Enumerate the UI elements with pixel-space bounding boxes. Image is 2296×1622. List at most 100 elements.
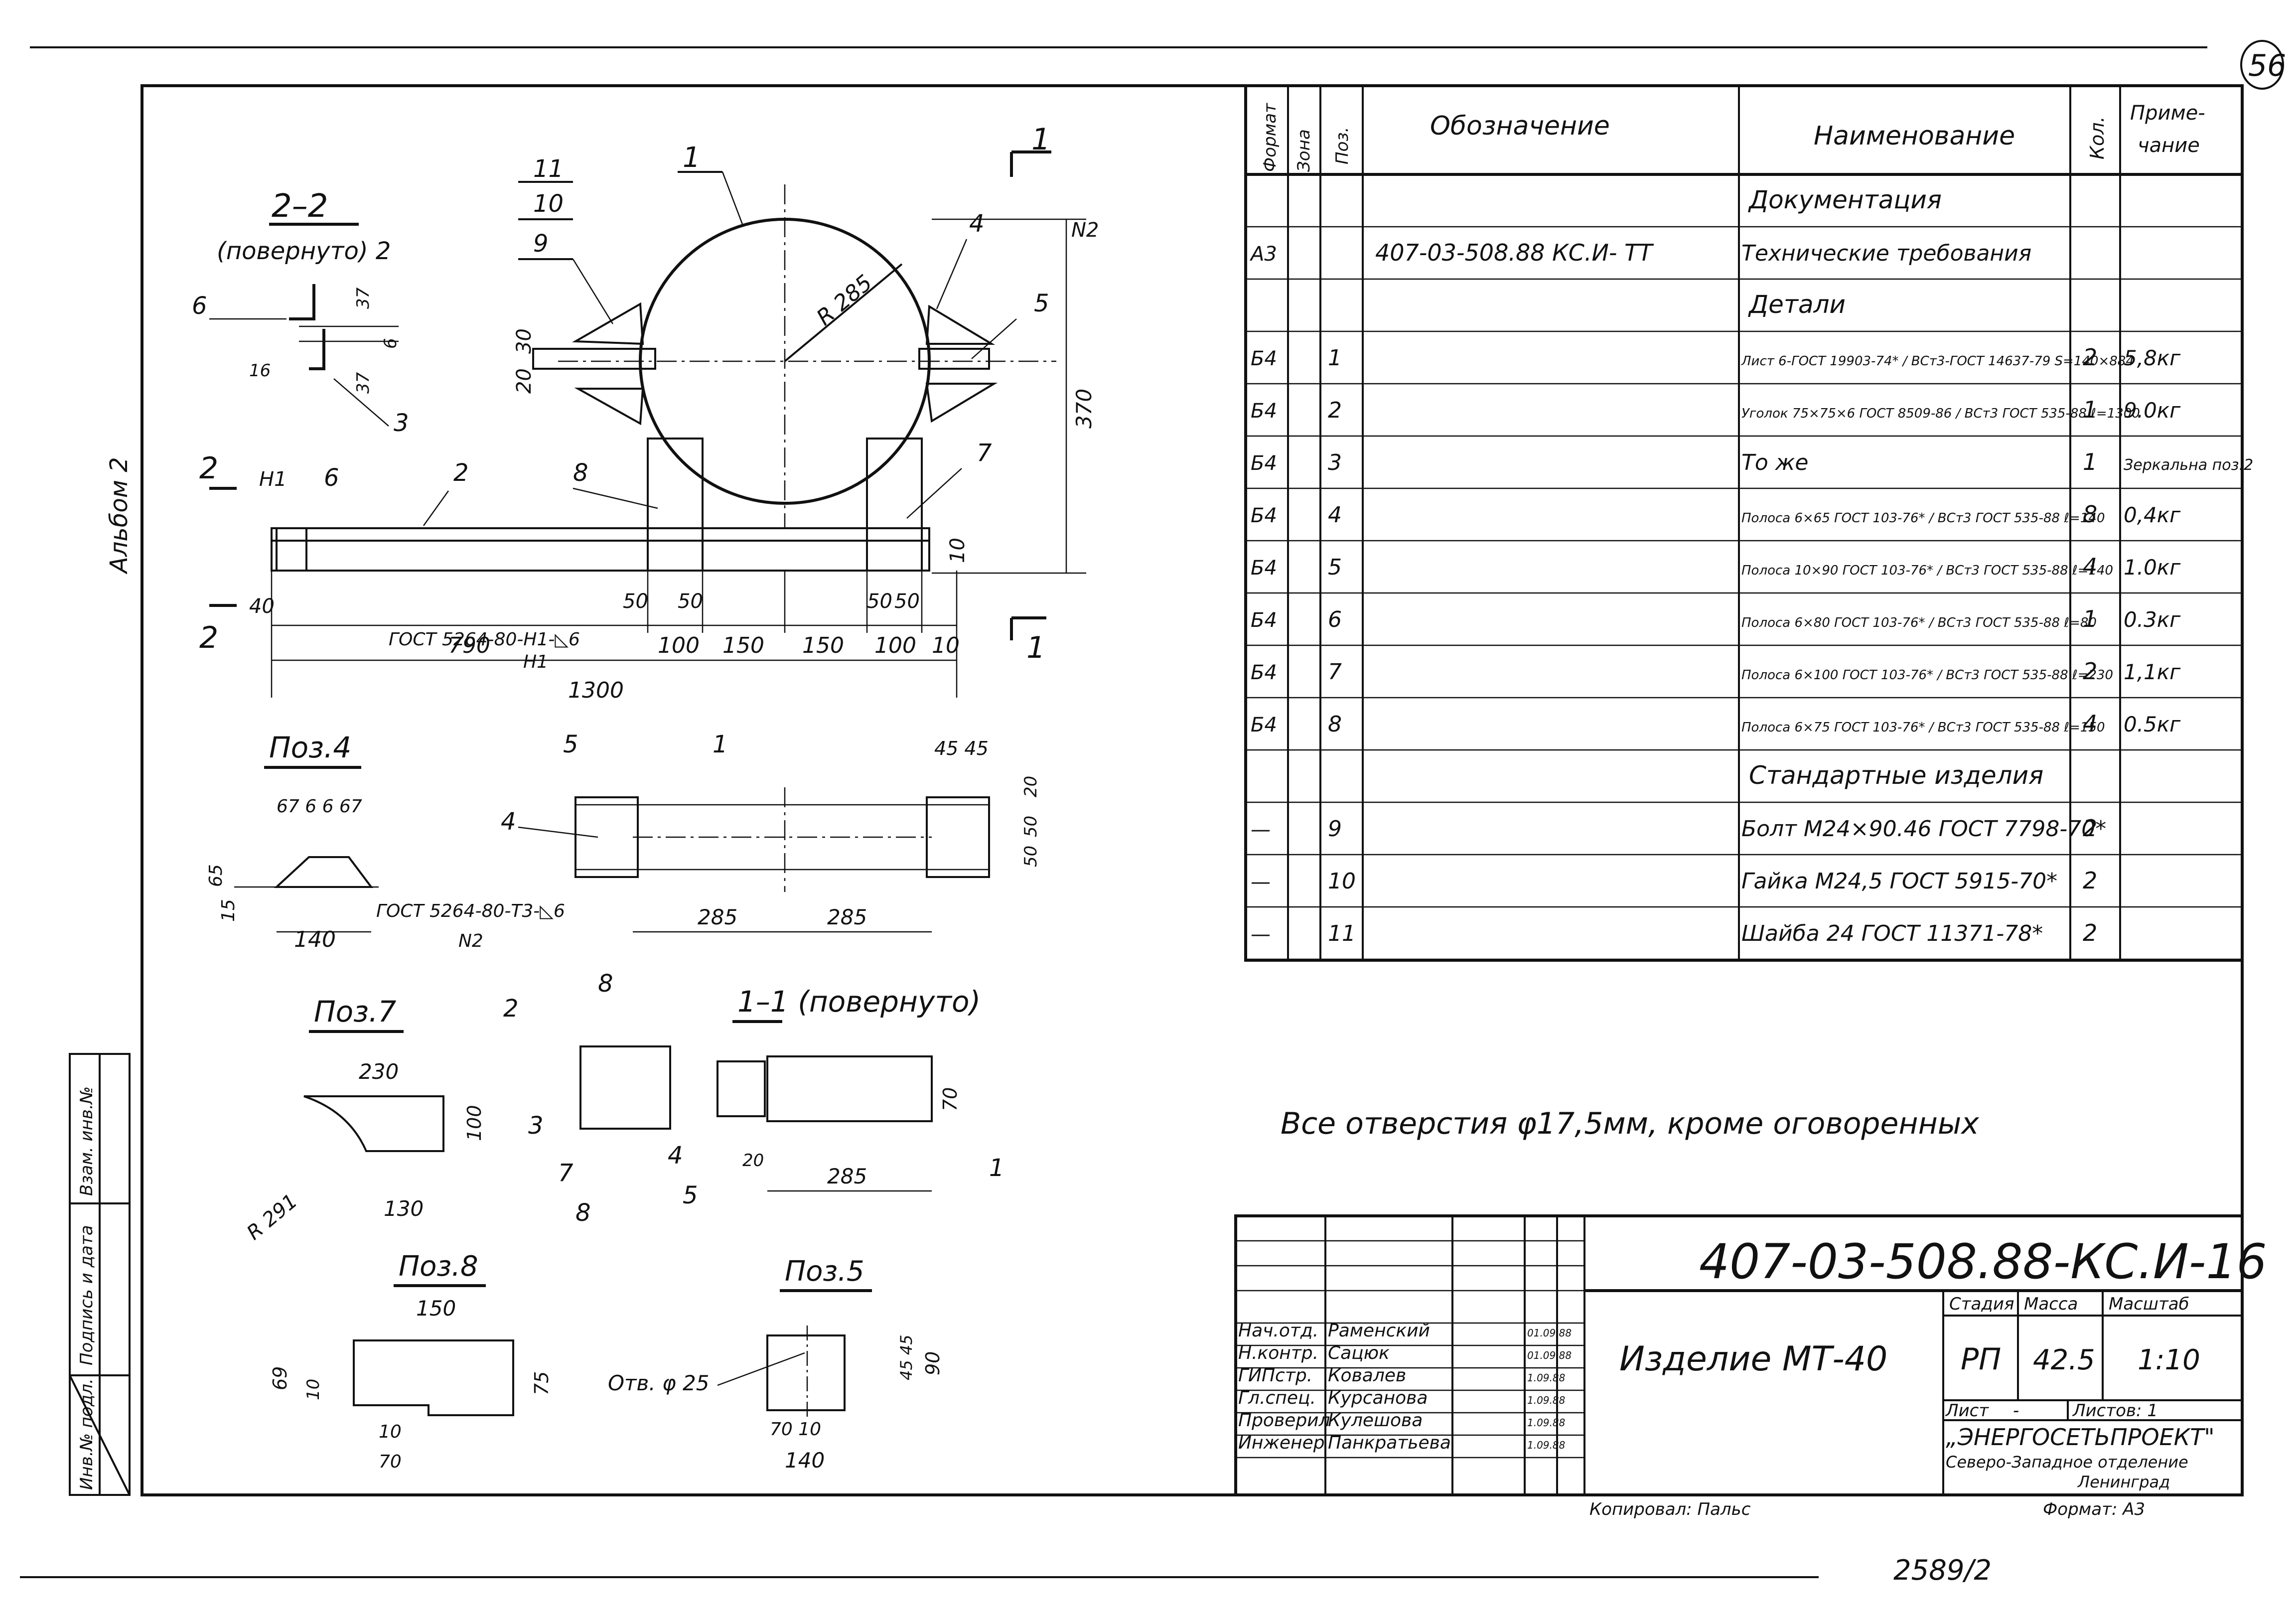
dim-50c: 50 [867,590,892,613]
signer-role: Нач.отд. [1238,1321,1318,1341]
spec-pos: 10 [1328,869,1356,894]
side-stamp-inv: Инв.№ подл. [77,1378,97,1490]
dim-140: 140 [294,927,336,952]
org-line-1: „ЭНЕРГОСЕТЬПРОЕКТ" [1946,1424,2215,1451]
dim-90: 90 [922,1351,944,1375]
weld-2: ГОСТ 5264-80-Т3-◺6 [376,901,565,921]
plan-callout-5: 5 [563,731,578,758]
dim-69: 69 [269,1366,291,1390]
stage-value: РП [1961,1342,2001,1377]
mark-n2: N2 [1071,219,1099,242]
spec-pos: 9 [1328,816,1342,842]
dim-37a: 37 [353,287,373,309]
signer-date: 01.09.88 [1527,1349,1572,1361]
org-line-3: Ленинград [2077,1473,2170,1491]
dim-20b: 20 [1021,776,1041,797]
spec-note: 0.5кг [2124,712,2181,737]
callout-6: 6 [324,464,339,492]
signer-role: Гл.спец. [1238,1388,1316,1408]
dim-150a: 150 [722,633,764,658]
side-stamp: Инв.№ подл. Подпись и дата Взам. инв.№ [69,1053,131,1496]
stage-label: Стадия [1949,1294,2014,1314]
s11-callout-3: 3 [528,1112,544,1140]
format-label: Формат: А3 [2043,1499,2145,1519]
sheets-label: Листов: 1 [2072,1401,2158,1421]
spec-format: — [1251,818,1271,841]
dim-10d: 10 [379,1422,402,1442]
callout-8: 8 [573,459,588,487]
dim-10c: 10 [303,1379,323,1400]
main-view: R 285 790 1300 100 150 150 100 10 [199,122,1099,703]
dim-75: 75 [531,1371,553,1395]
dim-4545b: 45 45 [897,1334,916,1380]
poz7-title: Поз.7 [314,995,396,1029]
poz-4: Поз.4 67 6 6 67 65 15 140 [206,731,379,952]
spec-format: Б4 [1251,557,1277,580]
dim-40: 40 [249,595,275,618]
spec-format: Б4 [1251,504,1277,527]
spec-name: Детали [1748,290,1846,319]
s11-callout-2: 2 [503,995,519,1023]
sheet-number-circle [2240,40,2284,90]
section-mark-2-bot: 2 [199,620,218,655]
spec-qty: 4 [2083,710,2097,737]
weld-1-mark: Н1 [523,652,548,672]
dim-10a: 10 [932,633,960,658]
dim-16: 16 [249,361,271,381]
spec-format: — [1251,871,1271,893]
header-format: Формат [1260,103,1280,172]
dim-4545: 45 45 [934,737,989,759]
header-note-2: чание [2138,134,2200,157]
poz-5: Поз.5 Отв. φ 25 45 45 90 70 10 140 [608,1255,944,1473]
dim-230: 230 [359,1059,399,1084]
spec-qty: 1 [2083,605,2097,632]
dim-15: 15 [218,899,239,922]
signer-date: 1.09.88 [1527,1417,1565,1429]
spec-pos: 5 [1328,555,1342,580]
rotated-album-label: Альбом 2 [105,457,133,575]
hole-note: Отв. φ 25 [608,1371,709,1395]
sheet-label: Лист [1945,1401,1989,1421]
spec-note: 5,8кг [2124,346,2181,370]
spec-table: Формат Зона Поз. Обозначение Наименовани… [1244,84,2253,962]
signer-name: Панкратьева [1328,1433,1451,1453]
dim-130: 130 [384,1196,424,1221]
side-stamp-sign: Подпись и дата [77,1225,97,1365]
title-block: 407-03-508.88-КС.И-16 Изделие МТ-40 Стад… [1234,1214,2267,1496]
radius-poz7: R 291 [243,1189,302,1244]
s11-callout-7: 7 [558,1159,574,1187]
spec-name: Технические требования [1741,241,2031,266]
callout-7: 7 [977,439,992,467]
dim-370: 370 [1072,389,1096,429]
weld-2-mark: N2 [458,931,483,951]
scale-value: 1:10 [2138,1344,2200,1376]
org-line-2: Северо-Западное отделение [1946,1453,2188,1472]
dim-50a: 50 [623,590,648,613]
spec-pos: 2 [1328,398,1342,423]
signer-role: ГИПстр. [1238,1365,1312,1386]
dim-10b: 10 [946,538,969,563]
dim-100c: 100 [463,1105,485,1141]
copied-by: Копировал: Пальс [1589,1499,1751,1519]
dim-70: 70 [939,1087,961,1111]
spec-name: Полоса 6×80 ГОСТ 103-76* / ВСт3 ГОСТ 535… [1741,615,2097,630]
dim-285b: 285 [827,905,867,929]
spec-name: Полоса 6×75 ГОСТ 103-76* / ВСт3 ГОСТ 535… [1741,720,2105,735]
dim-50d: 50 [894,590,920,613]
callout-1: 1 [683,142,701,174]
plan-view: 285 285 45 45 20 50 50 ГОСТ 5264-80-Т3-◺… [376,731,1041,951]
s11-callout-4: 4 [668,1142,683,1170]
header-name: Наименование [1814,121,2015,151]
header-qty: Кол. [2086,116,2108,159]
general-note: Все отверстия φ17,5мм, кроме оговоренных [1281,1106,1979,1141]
spec-pos: 4 [1328,502,1342,528]
spec-format: — [1251,923,1271,946]
section-22-title: 2–2 [272,188,328,225]
dim-790: 790 [448,633,490,658]
sheet-number: 56 [2248,48,2286,83]
signer-date: 1.09.88 [1527,1372,1565,1384]
spec-pos: 1 [1328,345,1342,371]
signer-name: Раменский [1328,1321,1430,1341]
section-2-2: 2–2 (повернуто) 2 6 3 37 37 6 16 [192,188,409,437]
